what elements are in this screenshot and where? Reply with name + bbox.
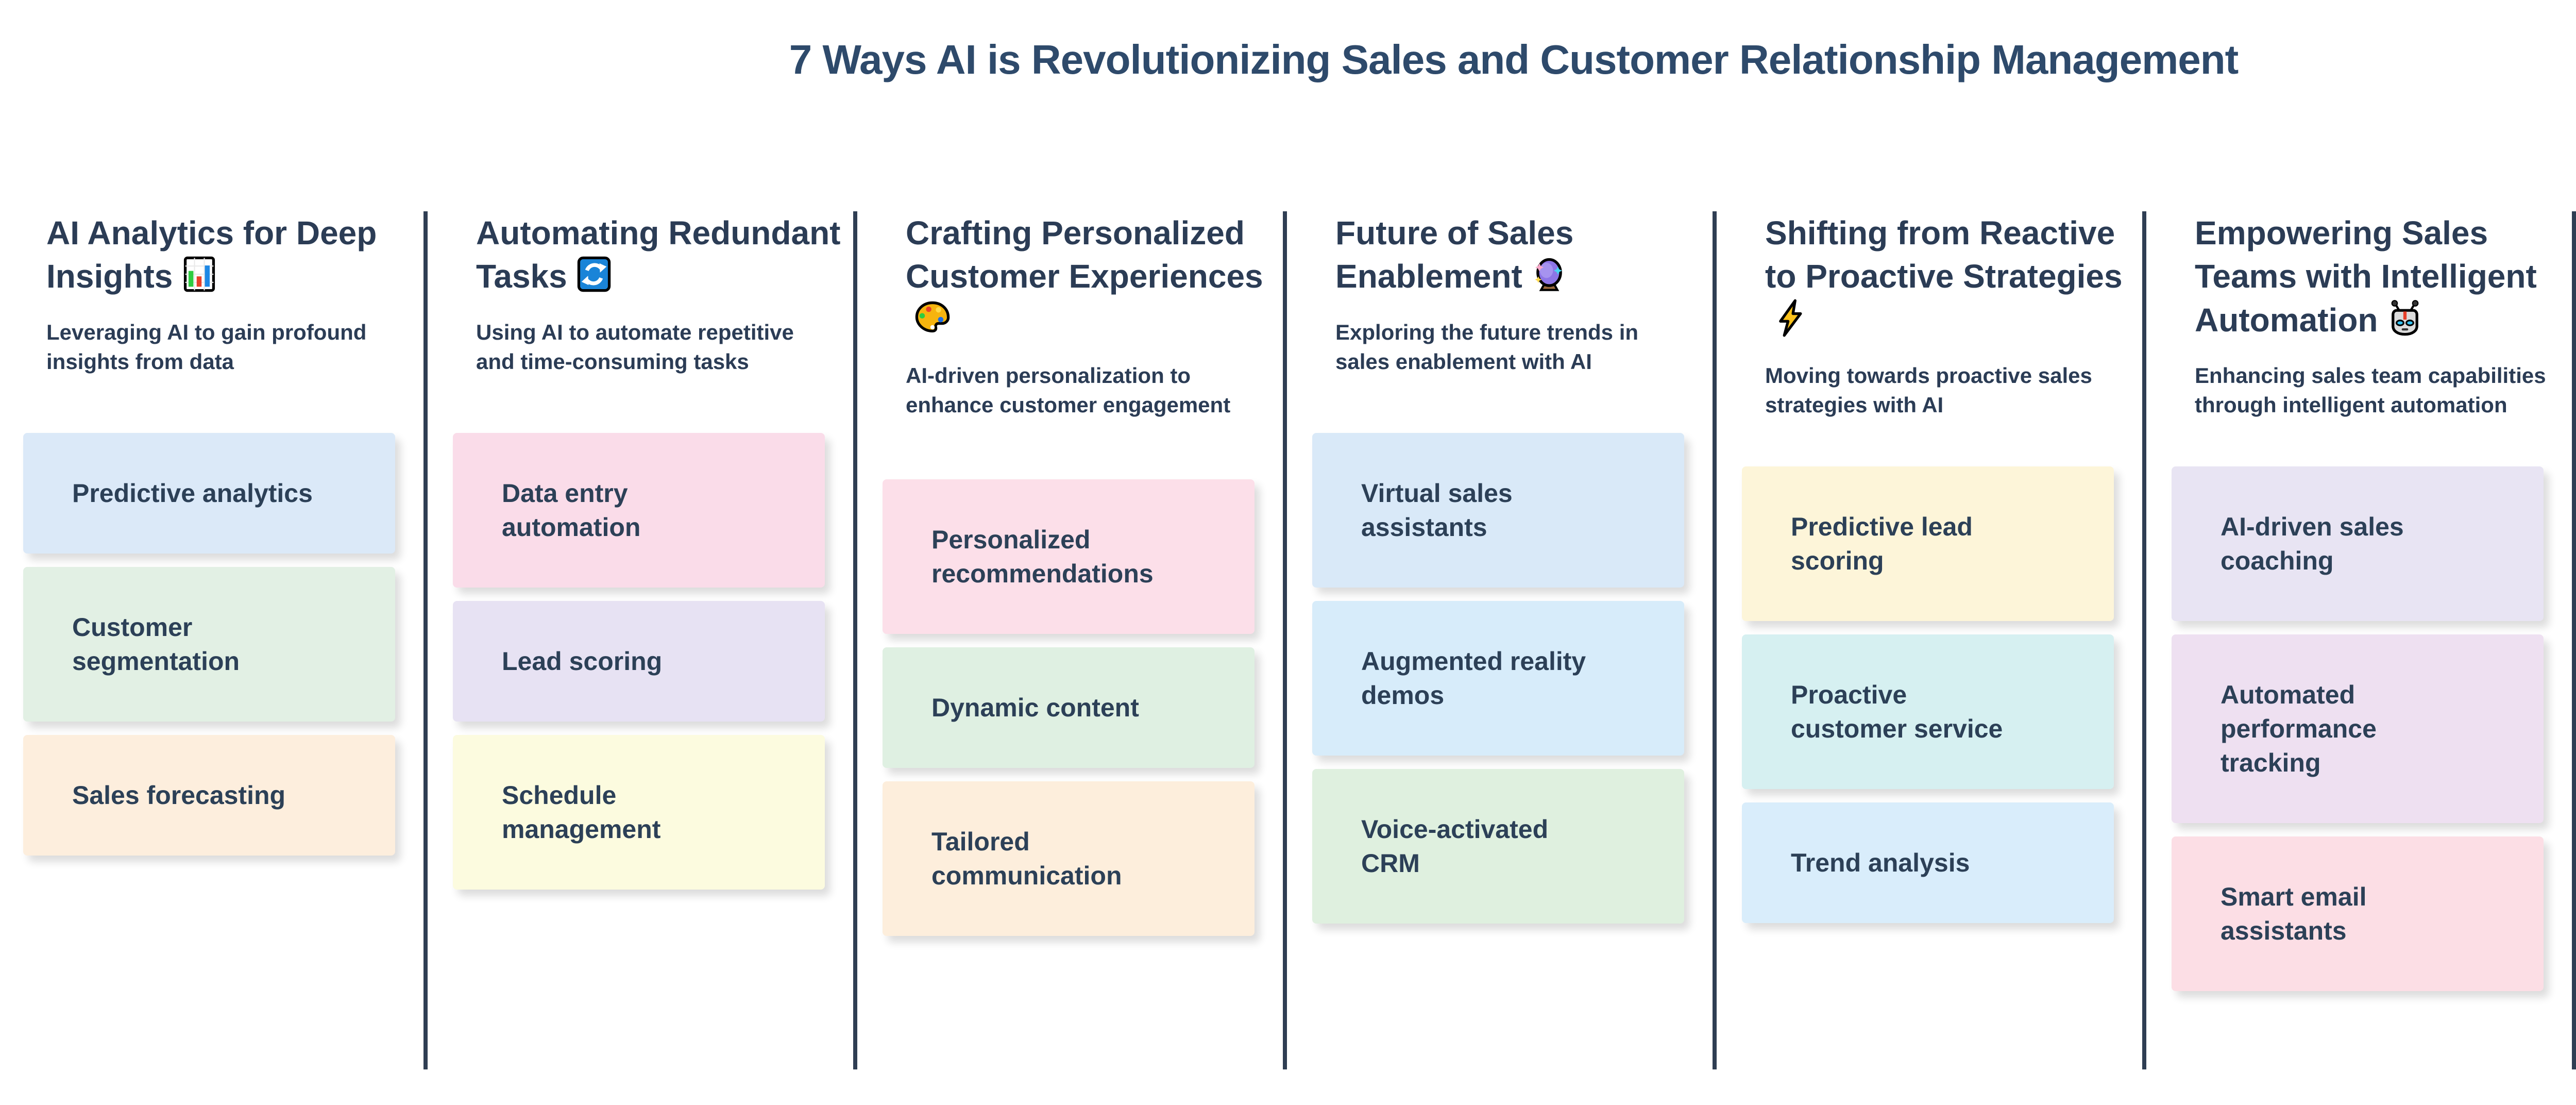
column-divider (853, 211, 857, 1069)
column-header-label: AI Analytics for Deep Insights (46, 214, 377, 295)
column-intelligent-automation: Empowering Sales Teams with Intelligent … (2172, 211, 2549, 991)
card-label: Proactive customer service (1791, 680, 2003, 743)
card-label: Data entry automation (502, 479, 641, 542)
column-subtitle: Leveraging AI to gain profound insights … (46, 320, 367, 374)
card-dynamic-content[interactable]: Dynamic content (883, 647, 1255, 768)
column-divider (2572, 211, 2576, 1069)
artist-palette-icon (913, 298, 952, 348)
column-ai-analytics: AI Analytics for Deep Insights Leveragin… (23, 211, 400, 856)
column-personalized-experiences: Crafting Personalized Customer Experienc… (883, 211, 1263, 936)
card-list: AI-driven sales coaching Automated perfo… (2172, 466, 2544, 1004)
column-divider (2142, 211, 2146, 1069)
card-voice-activated-crm[interactable]: Voice-activated CRM (1312, 769, 1684, 924)
column-proactive-strategies: Shifting from Reactive to Proactive Stra… (1742, 211, 2123, 923)
card-list: Predictive lead scoring Proactive custom… (1742, 466, 2114, 936)
column-header-label: Shifting from Reactive to Proactive Stra… (1765, 214, 2123, 295)
card-label: Smart email assistants (2221, 882, 2367, 945)
column-subtitle: AI-driven personalization to enhance cus… (906, 363, 1231, 417)
card-lead-scoring[interactable]: Lead scoring (453, 601, 825, 722)
card-list: Data entry automation Lead scoring Sched… (453, 433, 825, 903)
column-subtitle: Exploring the future trends in sales ena… (1335, 320, 1639, 374)
crystal-ball-icon (1530, 255, 1569, 304)
card-list: Virtual sales assistants Augmented reali… (1312, 433, 1684, 937)
card-label: AI-driven sales coaching (2221, 512, 2404, 575)
lightning-icon (1772, 298, 1811, 348)
card-customer-segmentation[interactable]: Customer segmentation (23, 567, 395, 722)
robot-icon (2385, 298, 2425, 348)
column-future-sales-enablement: Future of Sales Enablement Exploring the… (1312, 211, 1689, 924)
column-subtitle: Using AI to automate repetitive and time… (476, 320, 794, 374)
card-label: Automated performance tracking (2221, 680, 2377, 777)
card-ai-driven-sales-coaching[interactable]: AI-driven sales coaching (2172, 466, 2544, 621)
card-label: Predictive analytics (72, 479, 313, 508)
column-header: Shifting from Reactive to Proactive Stra… (1742, 211, 2123, 348)
card-label: Predictive lead scoring (1791, 512, 1973, 575)
card-label: Voice-activated CRM (1361, 815, 1549, 878)
card-schedule-management[interactable]: Schedule management (453, 735, 825, 890)
card-virtual-sales-assistants[interactable]: Virtual sales assistants (1312, 433, 1684, 588)
card-tailored-communication[interactable]: Tailored communication (883, 781, 1255, 936)
column-divider (1713, 211, 1717, 1069)
bar-chart-icon (180, 255, 219, 304)
card-predictive-analytics[interactable]: Predictive analytics (23, 433, 395, 554)
column-header-label: Empowering Sales Teams with Intelligent … (2195, 214, 2537, 339)
column-header: Crafting Personalized Customer Experienc… (883, 211, 1263, 348)
page-title: 7 Ways AI is Revolutionizing Sales and C… (789, 37, 2239, 82)
column-header-label: Automating Redundant Tasks (476, 214, 841, 295)
card-label: Schedule management (502, 781, 661, 844)
column-divider (1283, 211, 1287, 1069)
card-list: Predictive analytics Customer segmentati… (23, 433, 395, 869)
card-smart-email-assistants[interactable]: Smart email assistants (2172, 836, 2544, 991)
card-label: Sales forecasting (72, 781, 286, 810)
card-label: Customer segmentation (72, 613, 240, 676)
card-sales-forecasting[interactable]: Sales forecasting (23, 735, 395, 856)
card-label: Dynamic content (931, 693, 1139, 722)
card-label: Lead scoring (502, 647, 663, 676)
column-subtitle: Moving towards proactive sales strategie… (1765, 363, 2092, 417)
card-label: Personalized recommendations (931, 525, 1154, 588)
card-predictive-lead-scoring[interactable]: Predictive lead scoring (1742, 466, 2114, 621)
column-header: Automating Redundant Tasks (453, 211, 840, 305)
card-list: Personalized recommendations Dynamic con… (883, 479, 1255, 949)
column-automating-tasks: Automating Redundant Tasks Using AI to a… (453, 211, 840, 890)
card-label: Augmented reality demos (1361, 647, 1586, 710)
card-label: Virtual sales assistants (1361, 479, 1513, 542)
counterclockwise-arrows-icon (574, 255, 614, 304)
card-data-entry-automation[interactable]: Data entry automation (453, 433, 825, 588)
card-augmented-reality-demos[interactable]: Augmented reality demos (1312, 601, 1684, 756)
column-header: Future of Sales Enablement (1312, 211, 1689, 305)
column-divider (423, 211, 428, 1069)
column-header-label: Crafting Personalized Customer Experienc… (906, 214, 1263, 295)
column-header: Empowering Sales Teams with Intelligent … (2172, 211, 2549, 348)
card-personalized-recommendations[interactable]: Personalized recommendations (883, 479, 1255, 634)
card-proactive-customer-service[interactable]: Proactive customer service (1742, 634, 2114, 789)
card-automated-performance-tracking[interactable]: Automated performance tracking (2172, 634, 2544, 823)
card-label: Tailored communication (931, 827, 1122, 890)
column-header-label: Future of Sales Enablement (1335, 214, 1574, 295)
card-label: Trend analysis (1791, 848, 1970, 877)
card-trend-analysis[interactable]: Trend analysis (1742, 802, 2114, 923)
column-subtitle: Enhancing sales team capabilities throug… (2195, 363, 2546, 417)
column-header: AI Analytics for Deep Insights (23, 211, 400, 305)
